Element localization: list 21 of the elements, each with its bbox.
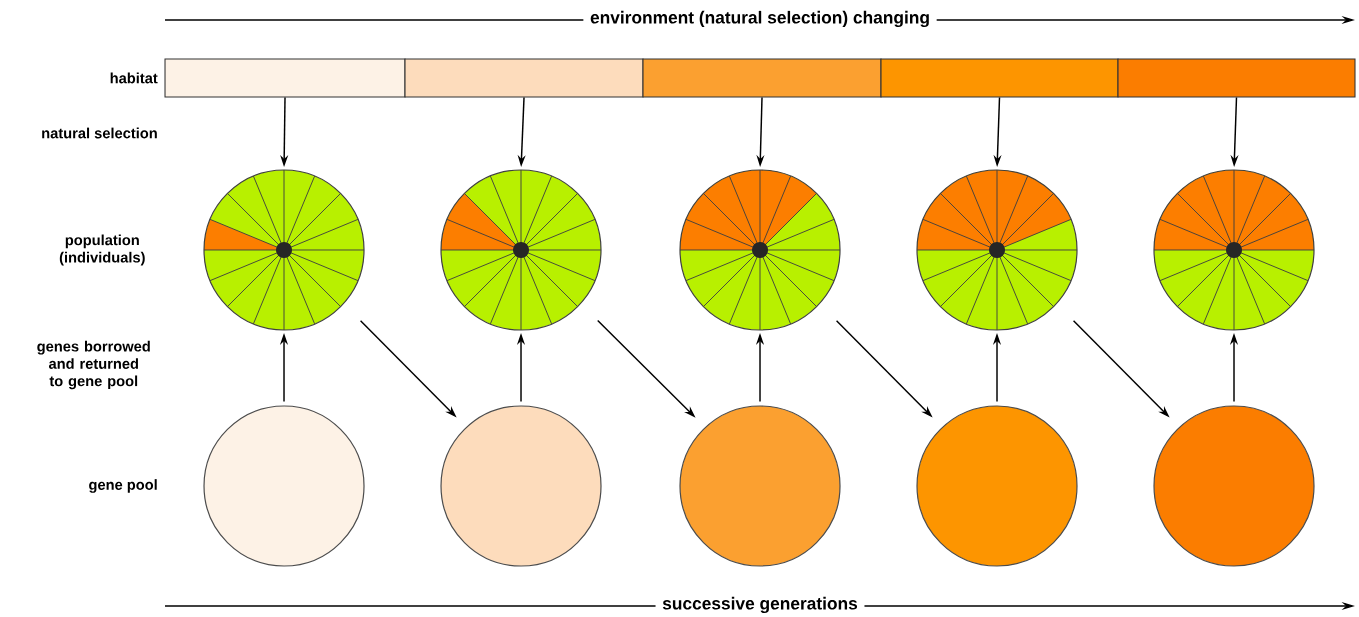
population-pie bbox=[679, 169, 841, 331]
habitat-segment bbox=[164, 58, 406, 98]
gene-pool-circle bbox=[916, 405, 1078, 567]
population-pie bbox=[1153, 169, 1315, 331]
gene-pool-circle bbox=[679, 405, 841, 567]
gene-pool-circle bbox=[203, 405, 365, 567]
row-label: gene pool bbox=[89, 479, 157, 493]
habitat-segment bbox=[1117, 58, 1356, 98]
axis-label: successive generations bbox=[655, 595, 865, 615]
gene-pool-circle bbox=[1153, 405, 1315, 567]
row-label: genes borrowed and returned to gene pool bbox=[37, 340, 150, 390]
habitat-segment bbox=[642, 58, 882, 98]
population-pie bbox=[203, 169, 365, 331]
row-label: population (individuals) bbox=[59, 234, 145, 266]
gene-pool-circle bbox=[440, 405, 602, 567]
population-pie bbox=[440, 169, 602, 331]
habitat-segment bbox=[404, 58, 644, 98]
habitat-segment bbox=[880, 58, 1119, 98]
axis-label: environment (natural selection) changing bbox=[583, 9, 937, 29]
population-pie bbox=[916, 169, 1078, 331]
row-label: natural selection bbox=[42, 127, 157, 139]
